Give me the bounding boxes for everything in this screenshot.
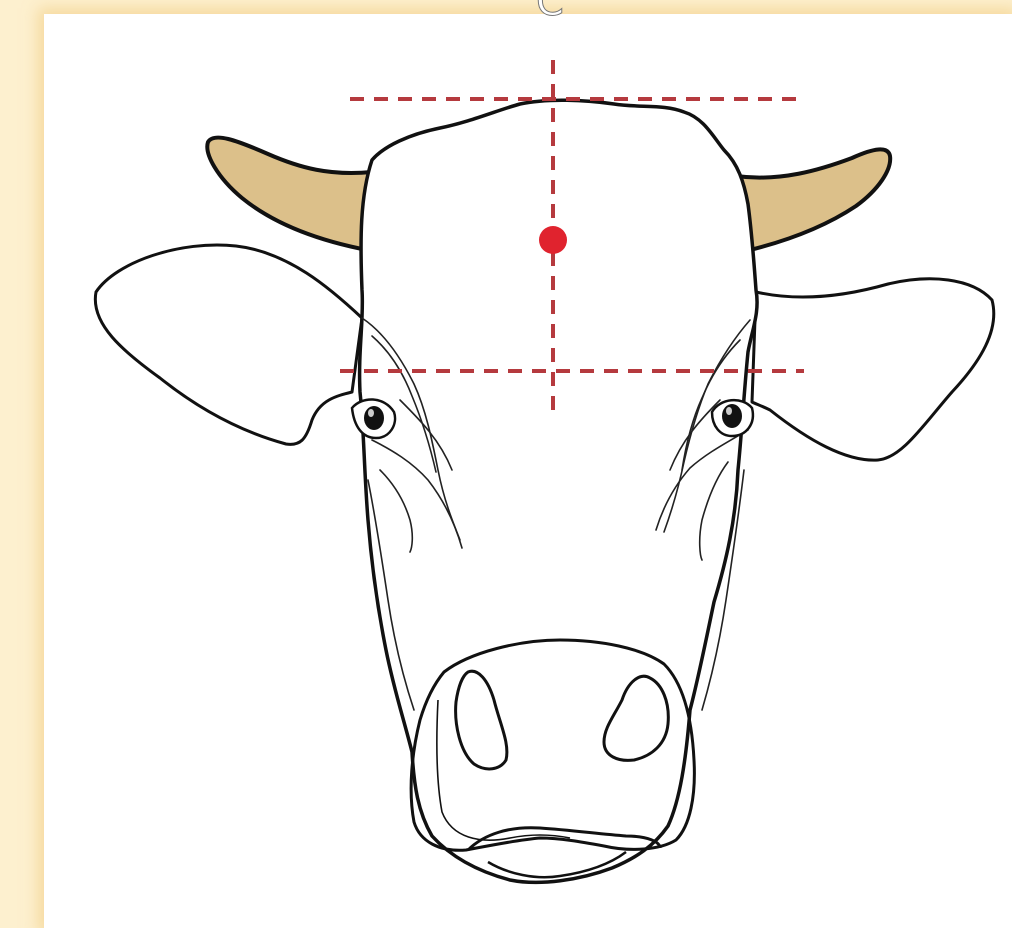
left-eye xyxy=(352,399,395,438)
left-horn xyxy=(207,138,378,252)
right-ear xyxy=(752,279,994,460)
right-horn xyxy=(736,149,890,250)
head-outline xyxy=(360,100,758,882)
left-ear xyxy=(95,245,362,444)
right-eye xyxy=(712,400,753,436)
red-dot-icon xyxy=(539,226,567,254)
figure-panel-label: C xyxy=(536,0,564,22)
